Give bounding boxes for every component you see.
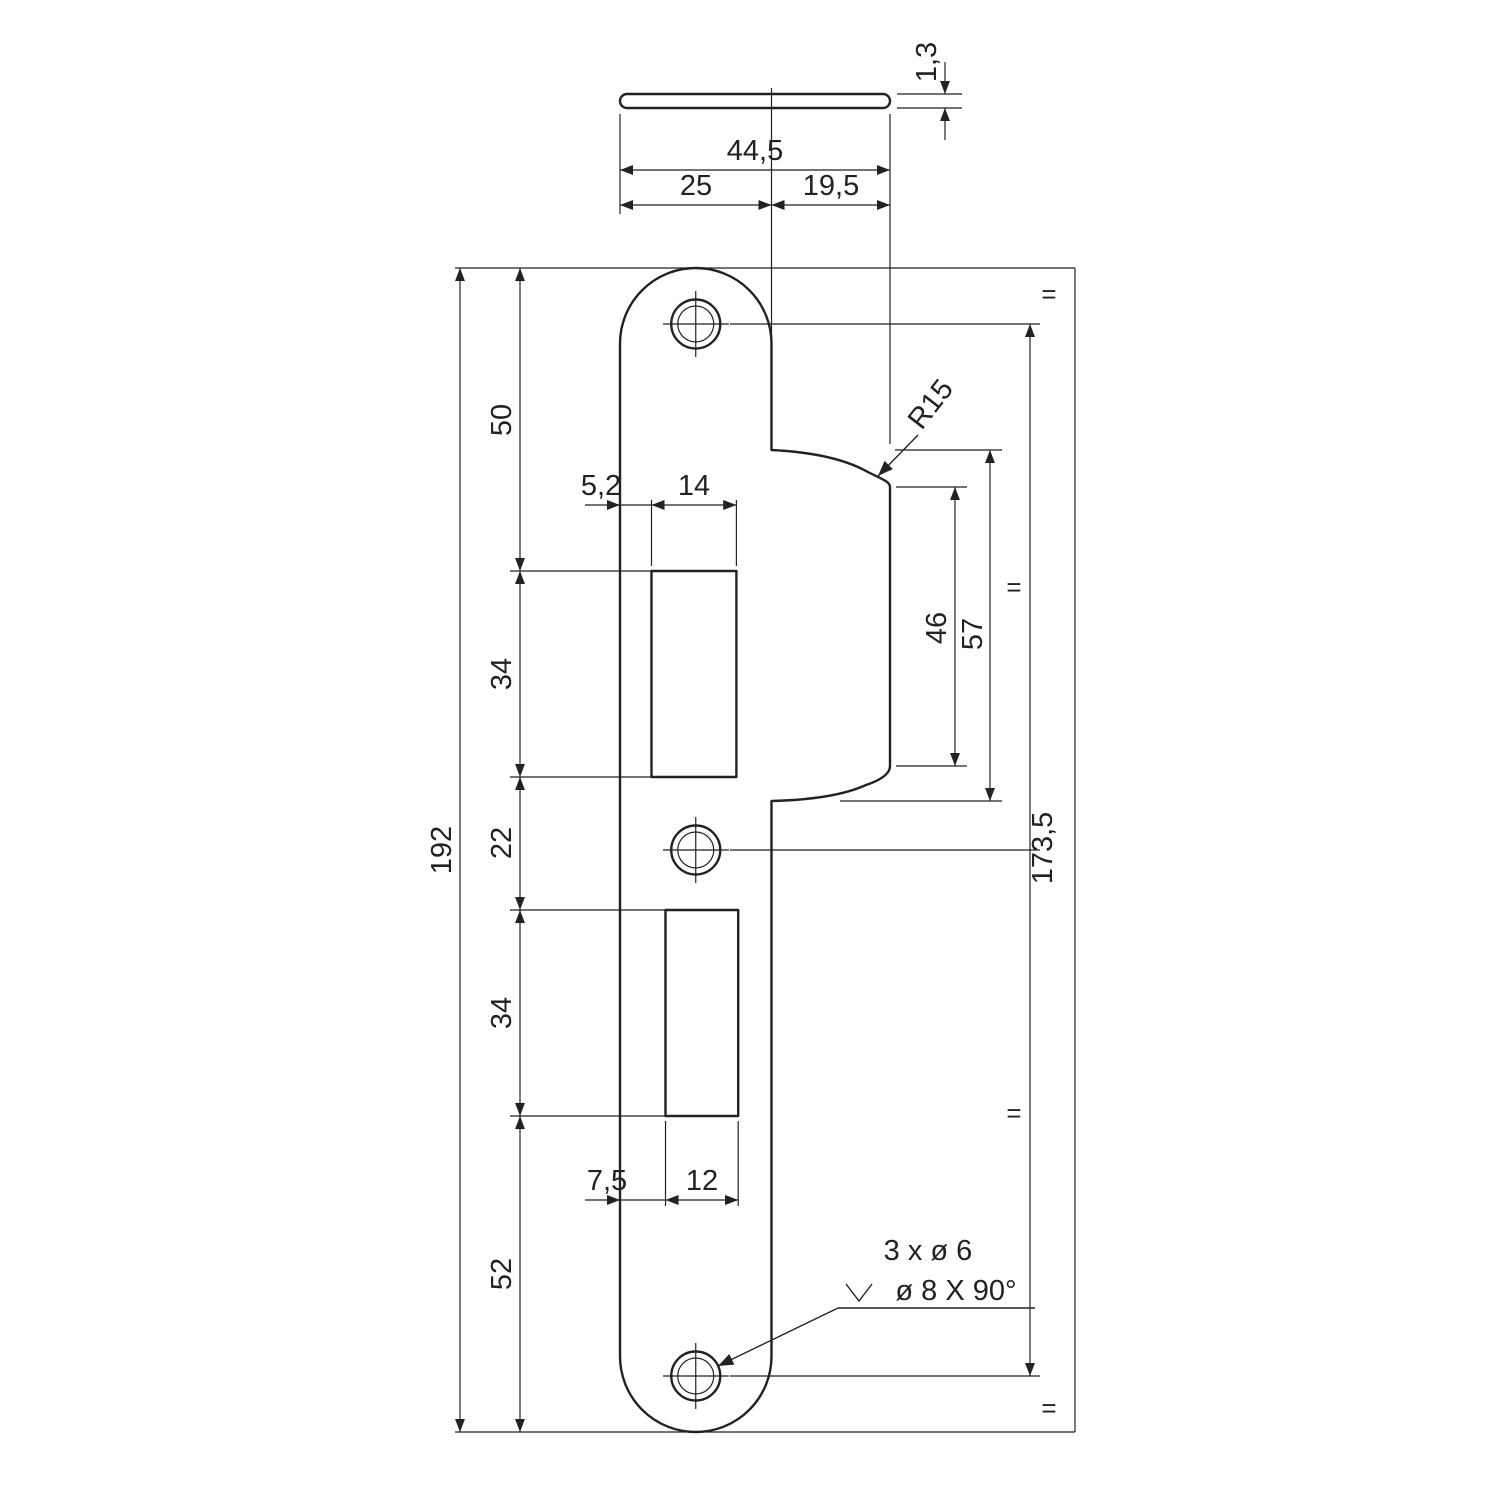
- dim-middle-section: 22: [486, 827, 518, 859]
- dim-cutout-top-offset: 5,2: [581, 470, 621, 502]
- callout-holes: 3 x ø 6: [884, 1235, 973, 1267]
- cutout-bottom-dimensions: 7,5 12: [585, 1121, 739, 1206]
- latch-cutout: [650, 569, 738, 779]
- callout-countersink: ø 8 X 90°: [895, 1275, 1016, 1307]
- equal-mark: =: [1041, 279, 1056, 309]
- dim-width-left: 25: [680, 170, 712, 202]
- equal-mark: =: [1006, 1098, 1021, 1128]
- screw-hole-middle: [663, 817, 729, 883]
- countersink-icon: [845, 1283, 873, 1303]
- dim-top-section: 50: [486, 404, 518, 436]
- dim-cutout-top-width: 14: [678, 470, 710, 502]
- dim-cutout-bottom-offset: 7,5: [587, 1165, 627, 1197]
- dim-width-lip: 19,5: [803, 170, 859, 202]
- dim-lip-outer-height: 57: [957, 618, 989, 650]
- dim-overall-height: 192: [426, 826, 458, 874]
- dim-overall-width: 44,5: [727, 135, 783, 167]
- screw-hole-top: [663, 291, 729, 357]
- dim-bottom-section: 52: [486, 1258, 518, 1290]
- equal-mark: =: [1006, 572, 1021, 602]
- leader-line: [717, 1307, 839, 1367]
- screw-hole-bottom: [663, 1343, 729, 1409]
- dim-fillet-radius: R15: [902, 374, 960, 436]
- deadbolt-cutout: [664, 908, 740, 1118]
- dim-cutout-bottom-width: 12: [686, 1165, 718, 1197]
- lip-dimensions: 46 57: [840, 449, 1002, 802]
- width-dimensions: 44,5 25 19,5: [619, 114, 891, 444]
- dim-hole-spacing: 173,5: [1027, 812, 1059, 885]
- hole-spacing-dimensions: 173,5 = = = =: [730, 268, 1076, 1432]
- left-chain-dimensions: 50 34 22 34 52 192: [426, 267, 1075, 1433]
- dim-thickness: 1,3: [911, 42, 943, 82]
- top-view: 1,3: [618, 42, 962, 140]
- dim-cutout-bottom-height: 34: [486, 997, 518, 1029]
- plate-side-profile: [618, 92, 892, 110]
- leader-line: [877, 434, 919, 477]
- hole-callout: 3 x ø 6 ø 8 X 90°: [717, 1235, 1035, 1367]
- cutout-top-dimensions: 5,2 14: [581, 470, 738, 566]
- dim-cutout-top-height: 34: [486, 658, 518, 690]
- equal-mark: =: [1041, 1393, 1056, 1423]
- dim-lip-inner-height: 46: [921, 612, 953, 644]
